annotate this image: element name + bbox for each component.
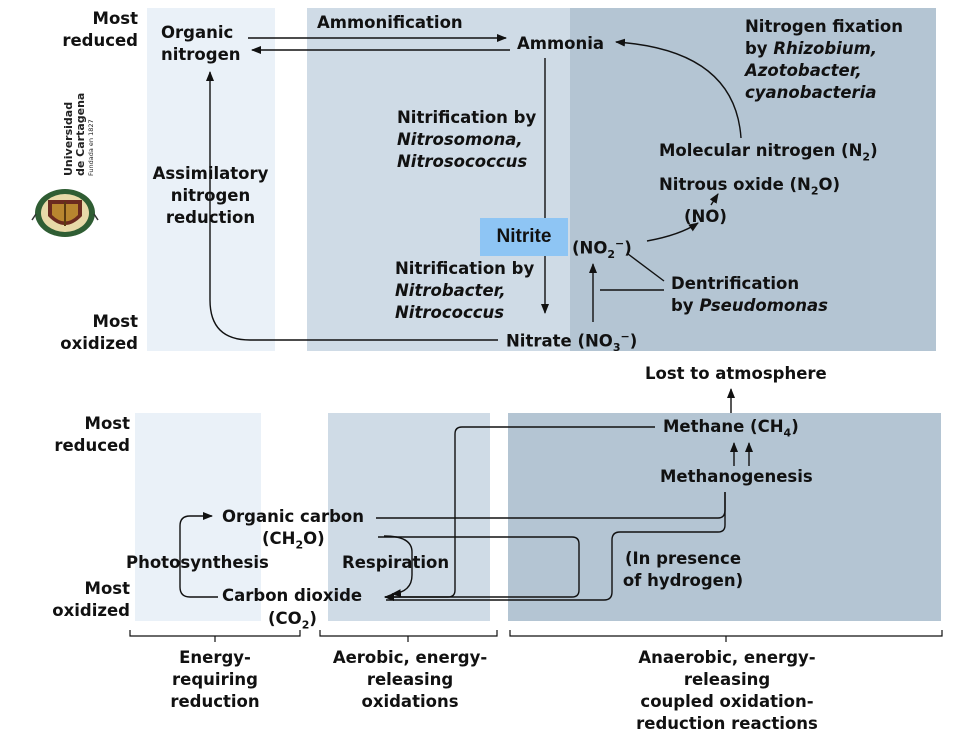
methanogenesis-input-line <box>386 492 726 601</box>
carbon-dioxide-label: Carbon dioxide <box>222 586 363 605</box>
lost-to-atmosphere-label: Lost to atmosphere <box>645 364 827 383</box>
band-assimilation <box>147 8 275 351</box>
band-aerobic-nitrogen <box>307 8 570 351</box>
crest-icon <box>31 189 99 237</box>
anaerobic-respiration-arrow <box>378 536 580 601</box>
nitrite-to-no-arrow <box>646 222 699 242</box>
organic-to-methane-line <box>376 492 726 519</box>
band-anaerobic-nitrogen <box>570 8 936 351</box>
nitrate-label: Nitrate (NO3−) <box>506 330 638 354</box>
ammonia-label: Ammonia <box>517 34 605 53</box>
no-label: (NO) <box>684 207 727 226</box>
photosynthesis-arrow <box>179 512 218 598</box>
energy-requiring-label: Energy- requiring reduction <box>170 648 260 711</box>
ch2o-label: (CH2O) <box>262 529 325 552</box>
aerobic-label: Aerobic, energy- releasing oxidations <box>332 648 488 711</box>
bracket-aerobic <box>319 630 498 642</box>
ammonification-label: Ammonification <box>317 13 463 32</box>
bracket-anaerobic <box>509 630 943 642</box>
cycle-arrows <box>129 34 943 642</box>
anaerobic-label: Anaerobic, energy-releasing coupled oxid… <box>636 648 818 733</box>
molecular-nitrogen-label: Molecular nitrogen (N2) <box>659 141 878 164</box>
nitrite-highlight: Nitrite <box>480 218 568 256</box>
co2-label: (CO2) <box>268 609 317 632</box>
nitrification1-label: Nitrification by Nitrosomona, Nitrosococ… <box>397 108 537 171</box>
dentrification-label: Dentrification by Pseudomonas <box>671 274 828 315</box>
respiration-arrow <box>383 535 413 598</box>
nitrogen-fixation-arrow <box>615 38 742 139</box>
band-energy-requiring <box>135 413 261 621</box>
assimilatory-arrow <box>206 71 498 341</box>
nitrification2-label: Nitrification by Nitrobacter, Nitrococcu… <box>395 259 535 322</box>
nitrogen-fixation-label: Nitrogen fixation by Rhizobium, Azotobac… <box>745 17 903 102</box>
photosynthesis-label: Photosynthesis <box>126 553 269 572</box>
nitrous-oxide-label: Nitrous oxide (N2O) <box>659 175 841 198</box>
methanogenesis-label: Methanogenesis <box>660 467 813 486</box>
respiration-label: Respiration <box>342 553 450 572</box>
no2-label: (NO2−) <box>572 237 632 261</box>
bracket-energy-requiring <box>129 630 301 642</box>
assimilatory-label: Assimilatory nitrogen reduction <box>152 164 269 227</box>
methane-label: Methane (CH4) <box>663 417 799 440</box>
organic-carbon-label: Organic carbon <box>222 507 364 526</box>
dentrification-link-2 <box>627 253 665 282</box>
no-to-n2o-arrow <box>709 193 719 206</box>
